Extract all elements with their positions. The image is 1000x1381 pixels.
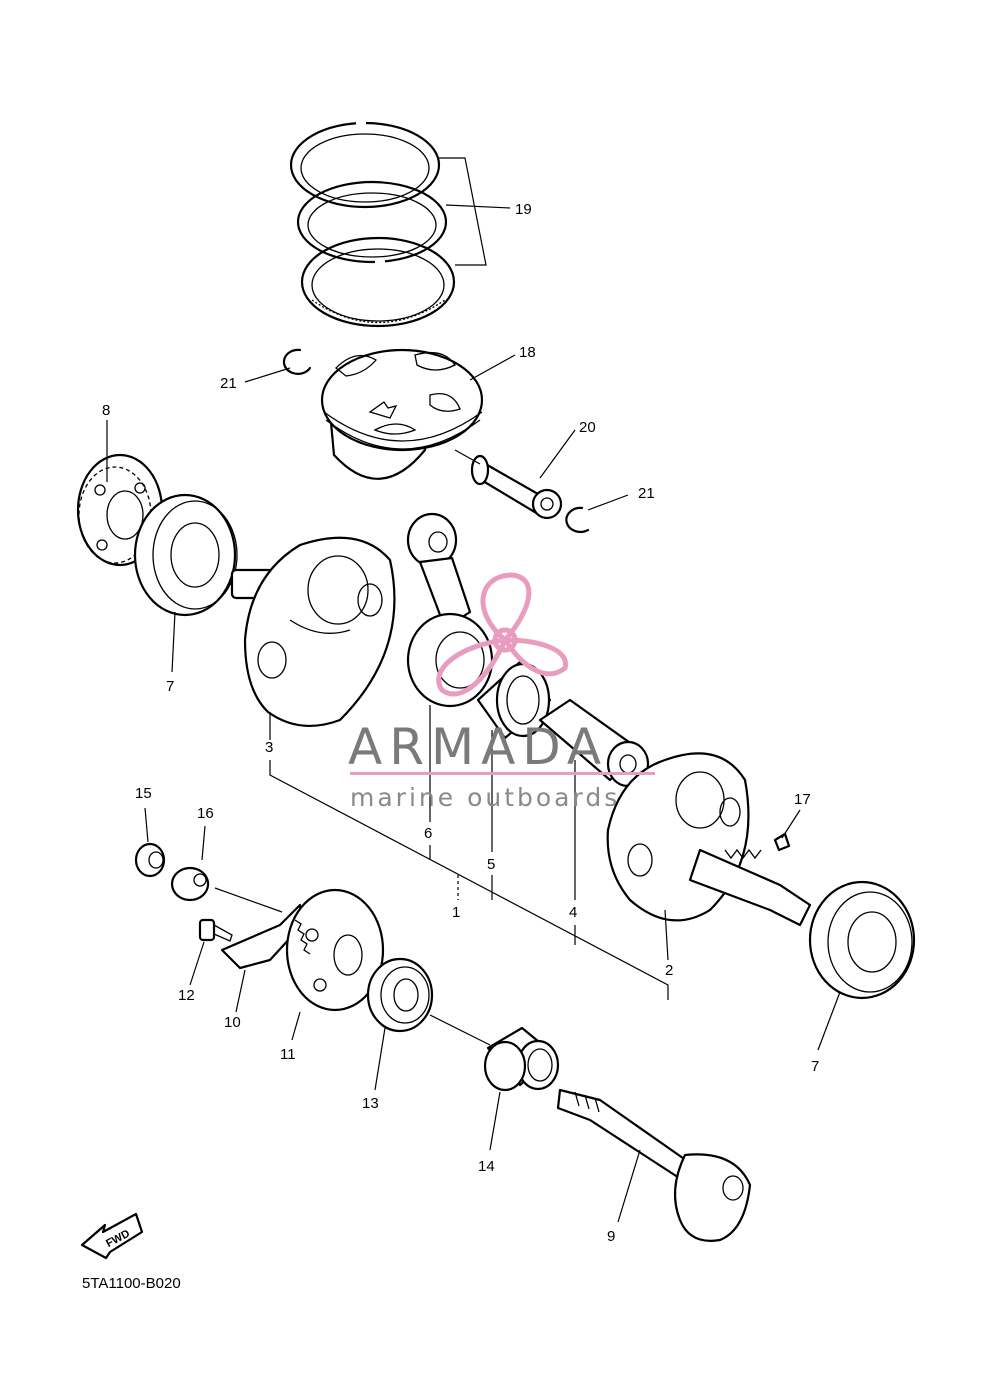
part-label: 8 (102, 402, 110, 419)
bearing-left (133, 493, 238, 673)
part-label: 1 (452, 904, 460, 921)
oil-seal (134, 807, 166, 878)
part-label: 7 (166, 678, 174, 695)
part-label: 5 (487, 856, 495, 873)
woodruff-key (773, 809, 801, 852)
armada-watermark: ARMADA marine outboards (348, 572, 655, 812)
part-label: 17 (794, 791, 811, 808)
piston-rings (289, 120, 511, 328)
watermark-brand: ARMADA (348, 718, 608, 776)
part-label: 2 (665, 962, 673, 979)
part-label: 21 (638, 485, 655, 502)
watermark-underline (350, 772, 655, 775)
part-label: 9 (607, 1228, 615, 1245)
piston (320, 348, 516, 480)
needle-bearing (476, 660, 552, 852)
lock-washer (170, 825, 210, 902)
assembly-bracket (269, 760, 669, 1000)
part-label: 14 (478, 1158, 495, 1175)
part-label: 16 (197, 805, 214, 822)
bolt (189, 918, 233, 986)
part-label: 21 (220, 375, 237, 392)
part-label: 10 (224, 1014, 241, 1031)
bushing (483, 1026, 560, 1151)
crank-half-left (230, 536, 396, 740)
part-label: 12 (178, 987, 195, 1004)
part-label: 3 (265, 739, 273, 756)
propeller-logo-icon (436, 572, 568, 697)
watermark-tagline: marine outboards (350, 783, 620, 812)
balancer-shaft (556, 1088, 752, 1242)
part-label: 13 (362, 1095, 379, 1112)
part-label: 20 (579, 419, 596, 436)
piston-pin (454, 429, 576, 520)
part-label: 4 (569, 904, 577, 921)
part-label: 15 (135, 785, 152, 802)
plate (285, 888, 385, 1041)
part-label: 19 (515, 201, 532, 218)
part-label: 7 (811, 1058, 819, 1075)
part-label: 6 (424, 825, 432, 842)
bearing-small (366, 957, 491, 1091)
crank-half-right (606, 752, 812, 961)
bearing-right (808, 880, 916, 1051)
fwd-arrow-icon: FWD (80, 1212, 144, 1260)
circlip-right (565, 494, 629, 533)
part-label: 11 (280, 1046, 296, 1063)
part-label: 18 (519, 344, 536, 361)
diagram-code: 5TA1100-B020 (82, 1275, 181, 1292)
part-labels: 1 2 3 4 5 6 7 7 8 9 10 11 12 13 14 15 16… (102, 201, 819, 1245)
circlip-left (244, 348, 312, 383)
